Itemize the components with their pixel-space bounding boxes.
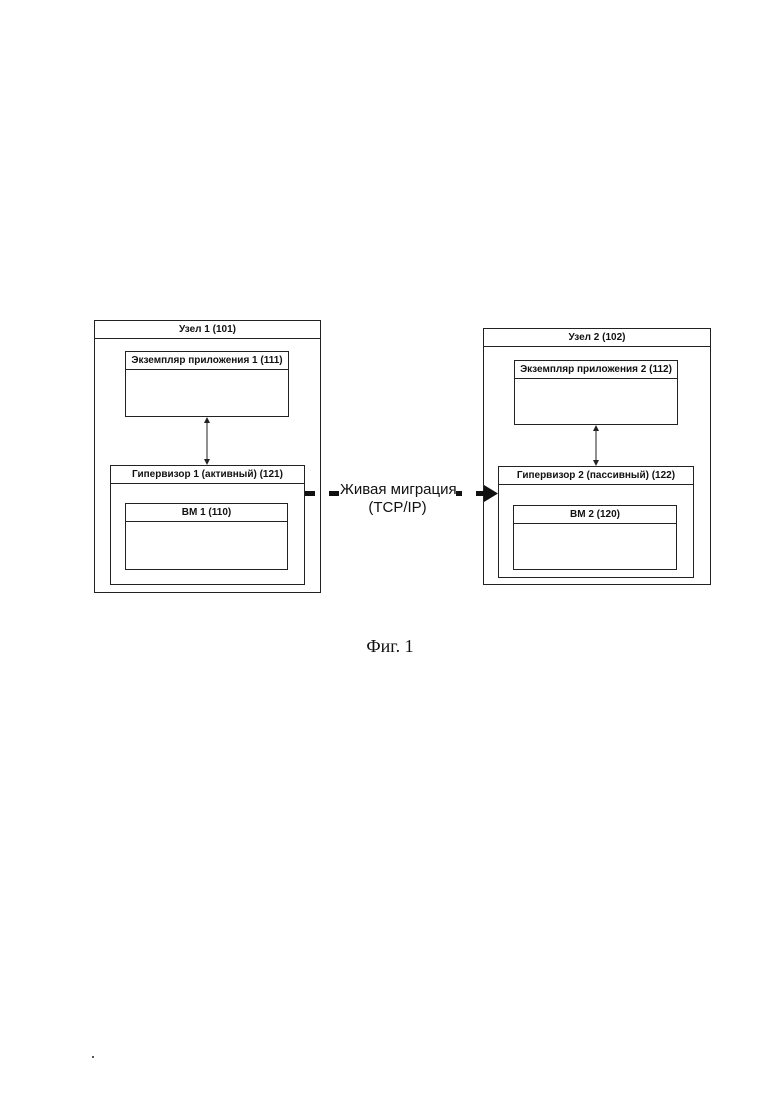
node-2-vm-box: ВМ 2 (120) xyxy=(513,505,677,570)
node-1-vm-title: ВМ 1 (110) xyxy=(126,504,287,522)
node-1-title: Узел 1 (101) xyxy=(95,321,320,339)
node-1-app-box: Экземпляр приложения 1 (111) xyxy=(125,351,289,417)
node-1-vm-box: ВМ 1 (110) xyxy=(125,503,288,570)
node-1-app-title: Экземпляр приложения 1 (111) xyxy=(126,352,288,370)
migration-label-line-1: Живая миграция xyxy=(340,481,455,499)
node-1-hypervisor-title: Гипервизор 1 (активный) (121) xyxy=(111,466,304,484)
migration-dash-2 xyxy=(329,491,339,496)
migration-label: Живая миграция (TCP/IP) xyxy=(340,481,455,517)
node-2-title: Узел 2 (102) xyxy=(484,329,710,347)
node-2-vm-title: ВМ 2 (120) xyxy=(514,506,676,524)
node-2-app-title: Экземпляр приложения 2 (112) xyxy=(515,361,677,379)
migration-dash-3 xyxy=(456,491,462,496)
node-2-hypervisor-title: Гипервизор 2 (пассивный) (122) xyxy=(499,467,693,485)
migration-label-line-2: (TCP/IP) xyxy=(340,499,455,517)
page-mark xyxy=(92,1056,94,1058)
node-2-app-box: Экземпляр приложения 2 (112) xyxy=(514,360,678,425)
figure-caption: Фиг. 1 xyxy=(0,636,780,657)
